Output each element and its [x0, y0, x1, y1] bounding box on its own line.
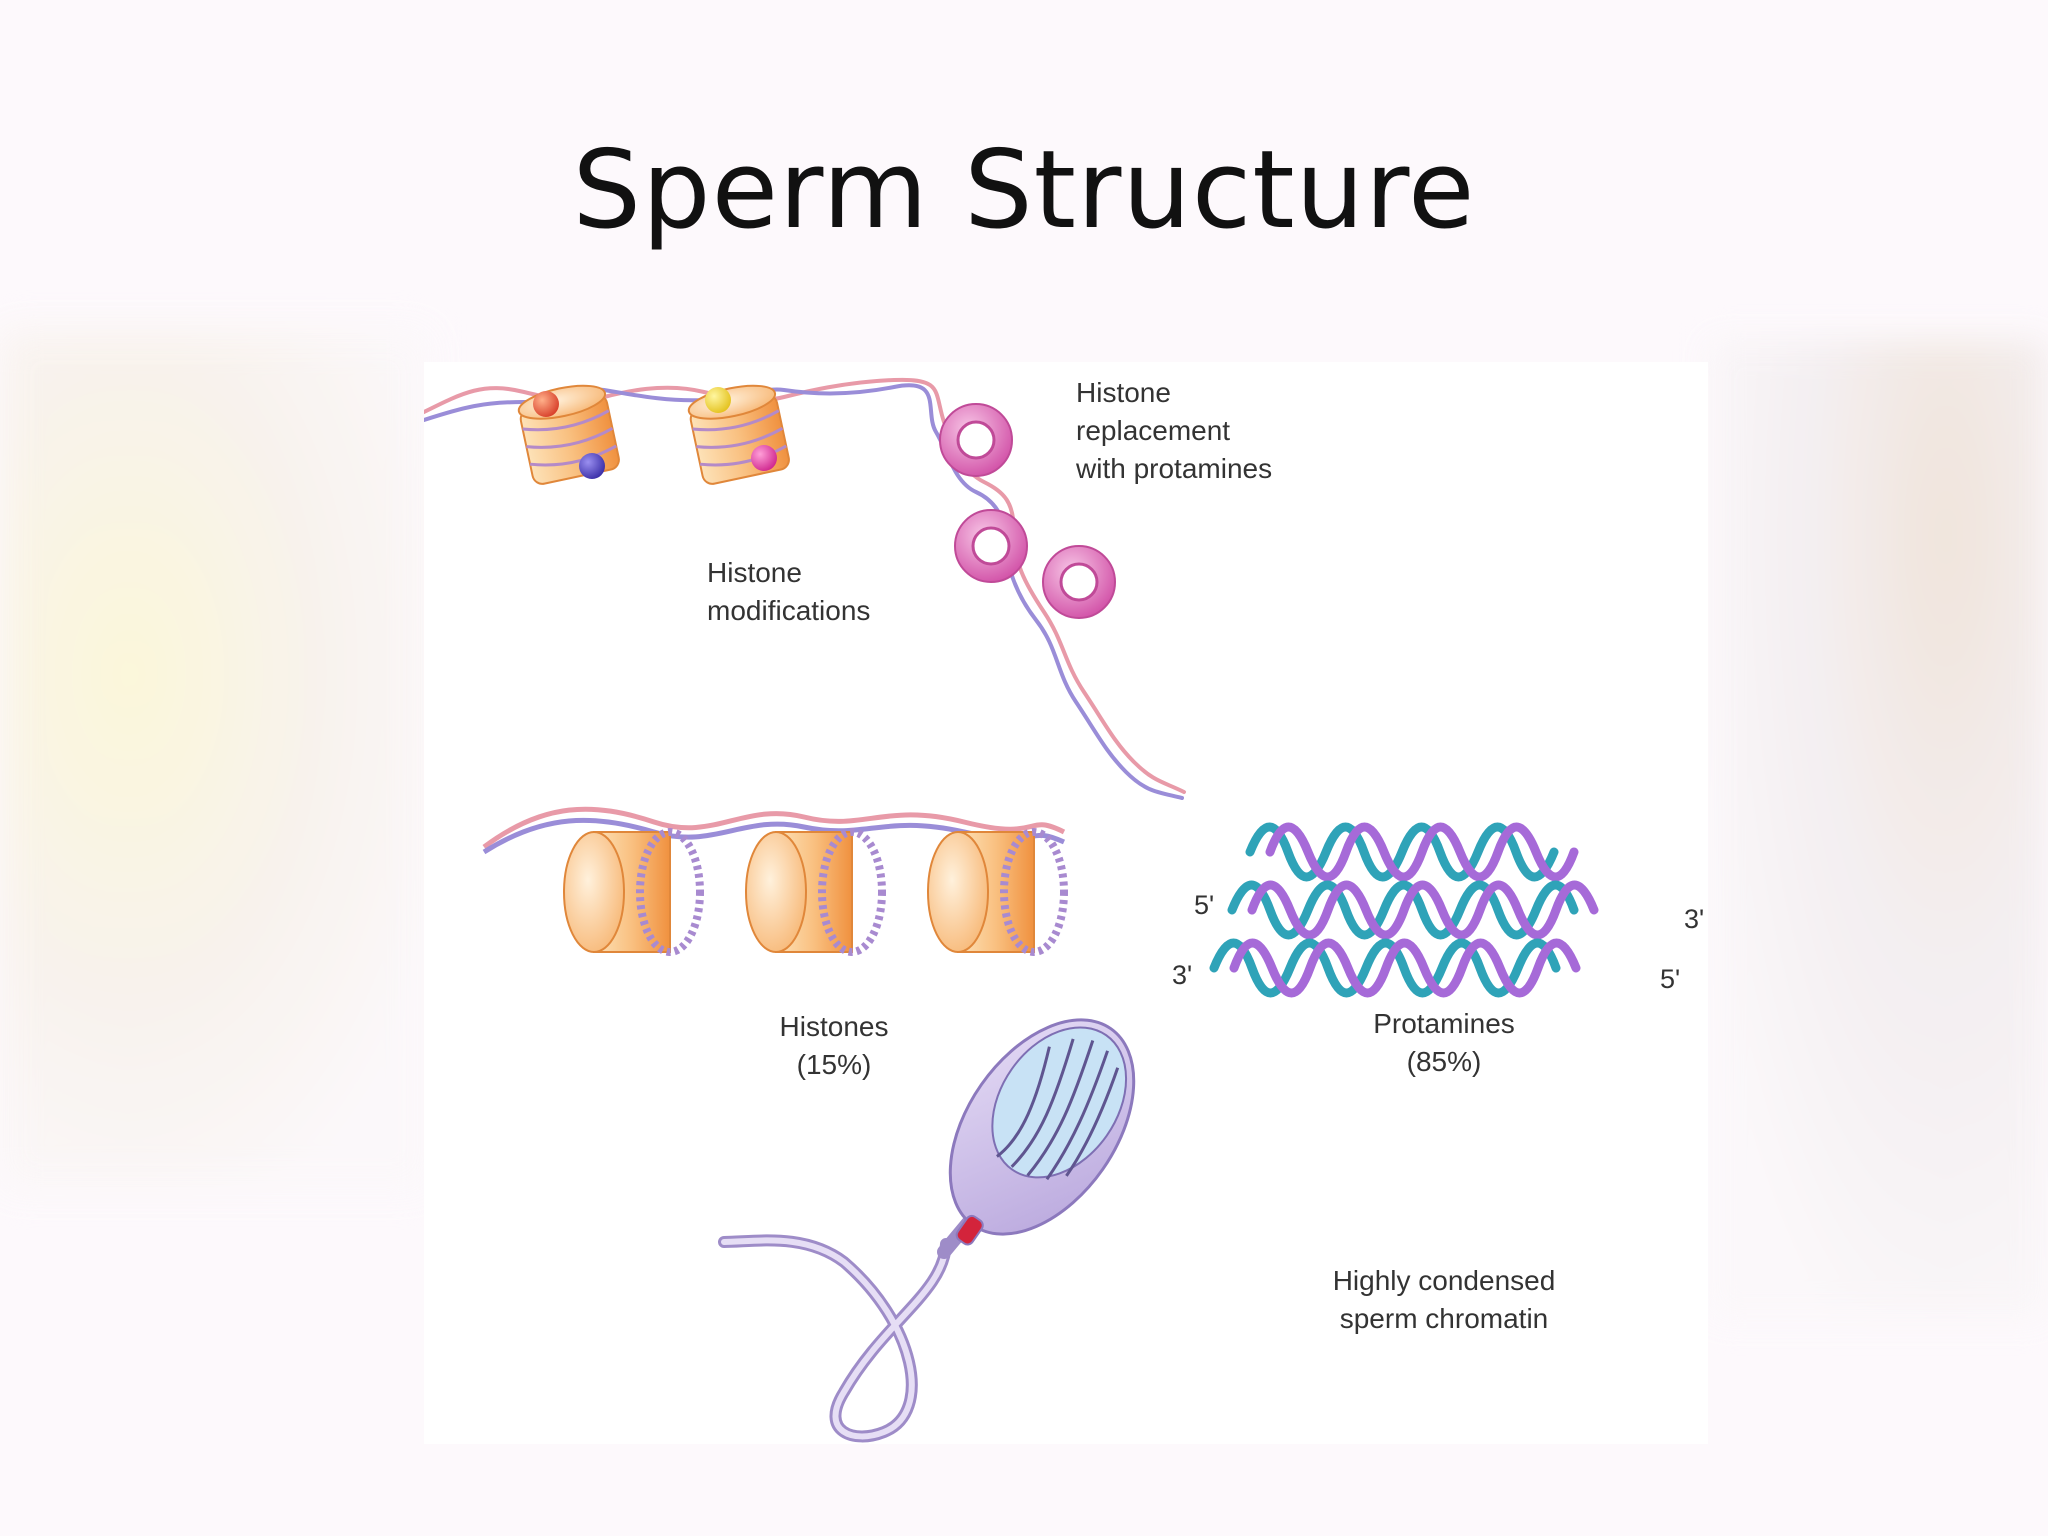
label-line: (85%): [1406, 1046, 1482, 1077]
label-line: Histone: [1076, 377, 1171, 408]
label-line: Histone: [707, 557, 802, 588]
strand-end-left-top: 5': [1194, 890, 1215, 920]
label-line: modifications: [707, 595, 871, 626]
modified-nucleosome-2: [687, 384, 790, 485]
sperm-cell: [718, 1018, 1136, 1443]
label-line: sperm chromatin: [1339, 1303, 1549, 1334]
background-blur-left: [0, 330, 430, 1190]
protamine-helices: [1209, 822, 1599, 998]
label-histone-modifications: Histone modifications: [707, 554, 870, 630]
protamine-rings-top: [939, 403, 1116, 619]
background-blur-right: [1708, 340, 2048, 1320]
label-histones: Histones (15%): [724, 1008, 944, 1084]
strand-end-left-bottom: 3': [1172, 960, 1193, 990]
chromatin-illustration: [424, 377, 1599, 1443]
strand-end-right-bottom: 5': [1660, 964, 1681, 994]
label-histone-replacement: Histone replacement with protamines: [1076, 374, 1272, 488]
label-line: Highly condensed: [1332, 1265, 1556, 1296]
label-line: Protamines: [1373, 1008, 1515, 1039]
modified-nucleosome-1: [517, 384, 620, 485]
label-line: (15%): [796, 1049, 872, 1080]
label-line: with protamines: [1076, 453, 1273, 484]
chromatin-figure: Histone replacement with protamines Hist…: [424, 362, 1708, 1444]
label-condensed-chromatin: Highly condensed sperm chromatin: [1299, 1262, 1589, 1338]
label-line: Histones: [779, 1011, 889, 1042]
strand-end-right-top: 3': [1684, 904, 1705, 934]
label-line: replacement: [1076, 415, 1231, 446]
histone-nucleosomes: [563, 828, 1068, 956]
label-protamines: Protamines (85%): [1324, 1005, 1564, 1081]
slide-title: Sperm Structure: [572, 128, 1476, 253]
